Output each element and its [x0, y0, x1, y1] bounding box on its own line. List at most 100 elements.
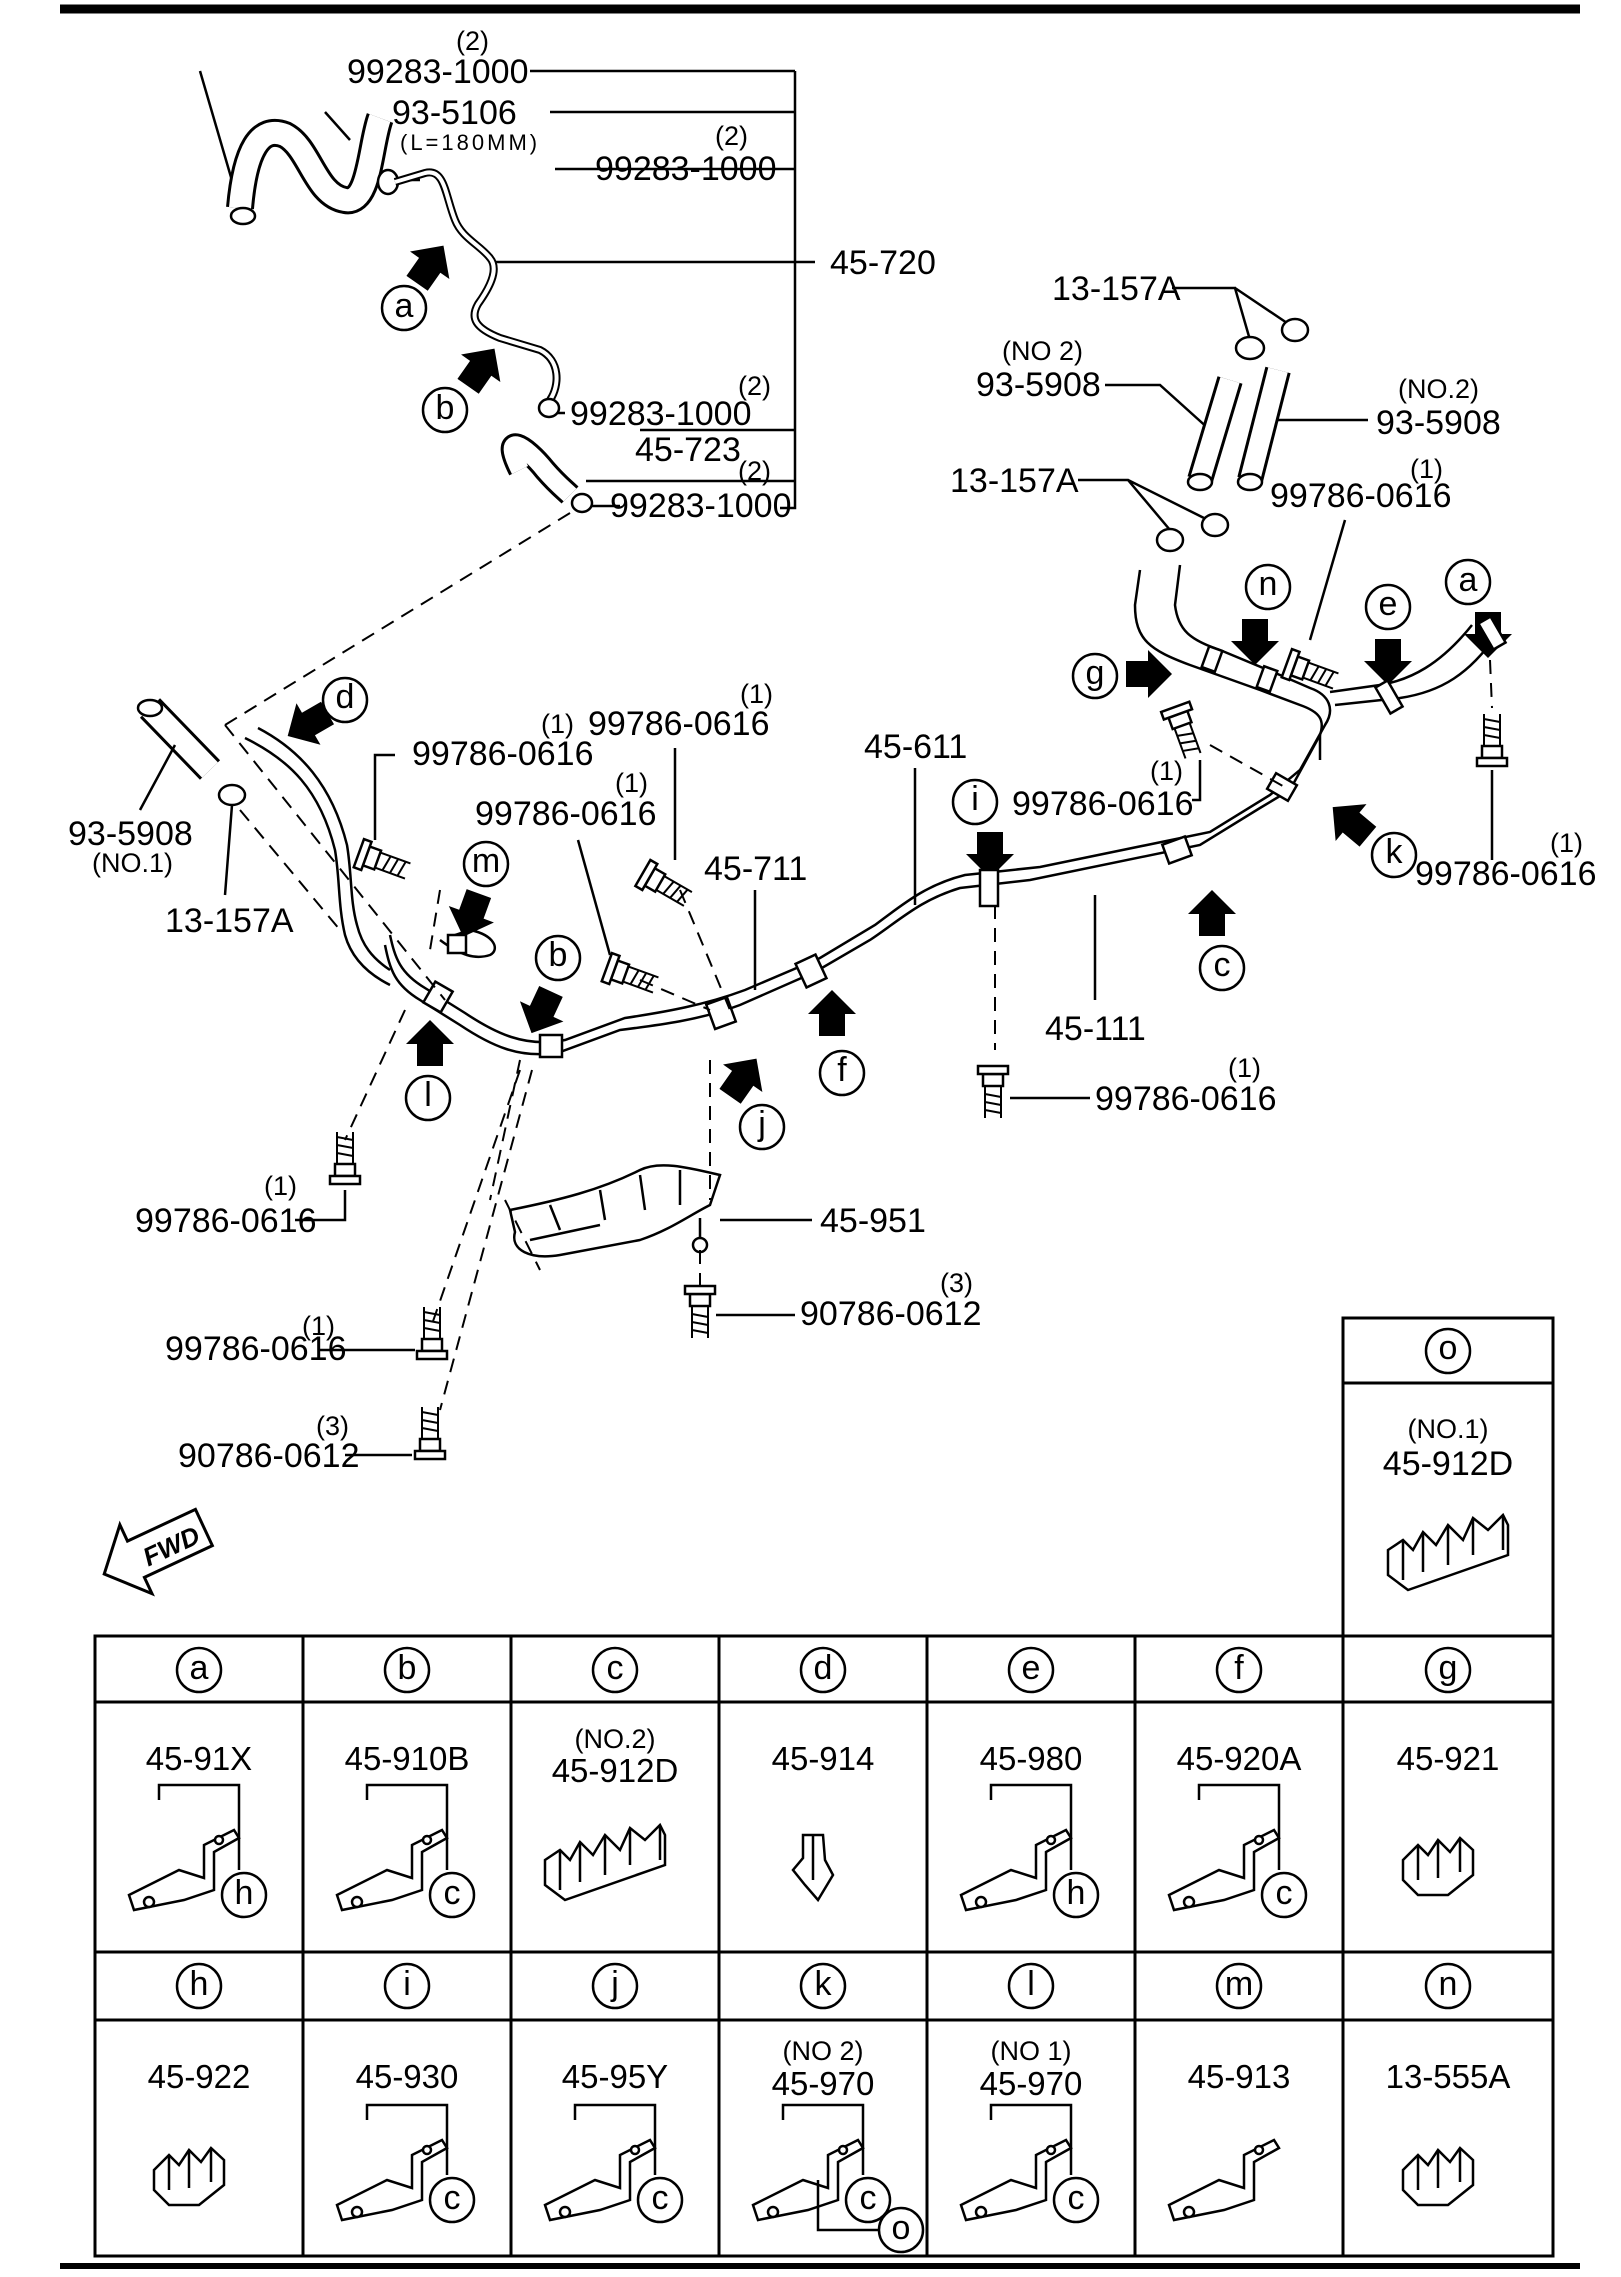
part-number: 93-5106 — [392, 94, 517, 132]
table-letter: c — [1068, 2179, 1085, 2217]
part-number: 45-920A — [1177, 1740, 1302, 1777]
part-number: 45-111 — [1045, 1010, 1146, 1048]
arrow-m: m — [440, 840, 510, 946]
svg-text:n: n — [1259, 565, 1278, 603]
part-number: 99283-1000 — [570, 395, 752, 433]
part-number: 45-970 — [772, 2065, 875, 2102]
table-letter: a — [190, 1649, 209, 1687]
arrow-j: j — [710, 1044, 786, 1151]
leader-dashed — [439, 1069, 533, 1411]
arrow-e: e — [1364, 583, 1412, 685]
part-number: 99786-0616 — [165, 1330, 347, 1368]
arrow-b: b — [509, 934, 582, 1044]
leader — [576, 839, 612, 956]
arrow-d-lower: b — [421, 334, 515, 434]
leader-dashed — [344, 1009, 406, 1141]
hose-93-5908-no1 — [136, 698, 446, 1001]
leader — [373, 753, 395, 840]
table-letter: h — [1067, 1874, 1086, 1912]
table-letter: b — [398, 1649, 417, 1687]
arrow-d-left: d — [275, 676, 369, 757]
qty-label: (NO 2) — [1002, 336, 1083, 366]
qty-label: (1) — [615, 768, 648, 798]
arrow-f: f — [808, 990, 866, 1097]
part-number: 93-5908 — [976, 366, 1101, 404]
table-rows: a45-91Xhb45-910Bcc(NO.2)45-912Dd45-914e4… — [127, 1646, 1511, 2254]
table-header-c — [591, 1646, 639, 1694]
qty-label: (NO.1) — [92, 848, 173, 878]
sub-letter — [636, 2176, 684, 2224]
bolt-center-top — [634, 858, 697, 914]
svg-text:b: b — [436, 389, 455, 427]
top-right-group: 13-157A (NO 2) 93-5908 (NO.2) 93-5908 13… — [950, 270, 1501, 641]
part-number: 99786-0616 — [1415, 855, 1597, 893]
part-number: 99283-1000 — [595, 150, 777, 188]
dimension-note: (L=180MM) — [400, 130, 540, 155]
part-illustration — [1167, 2138, 1281, 2222]
svg-text:a: a — [1459, 561, 1478, 599]
bracket-45-951 — [489, 1059, 812, 1271]
part-number: 45-951 — [820, 1202, 926, 1240]
table-letter: m — [1225, 1965, 1253, 2003]
qty-label: (2) — [738, 371, 771, 401]
qty-label: (1) — [1550, 828, 1583, 858]
table-letter: c — [652, 2179, 669, 2217]
table-header-m — [1215, 1962, 1263, 2010]
qty-label: (2) — [738, 456, 771, 486]
clip-45-912d-no1 — [1386, 1512, 1510, 1592]
qty-label: (NO.2) — [575, 1724, 656, 1754]
svg-text:d: d — [336, 678, 355, 716]
svg-text:c: c — [1214, 946, 1231, 984]
part-number: 99786-0616 — [412, 735, 594, 773]
part-number: 13-157A — [165, 902, 294, 940]
part-number: 45-95Y — [562, 2058, 668, 2095]
part-number: 99786-0616 — [1270, 477, 1452, 515]
part-number: 45-914 — [772, 1740, 875, 1777]
table-header-l — [1007, 1962, 1055, 2010]
arrow-a: a a — [1444, 558, 1512, 658]
table-header-a — [175, 1646, 223, 1694]
table-header-d — [799, 1646, 847, 1694]
part-illustration — [152, 2146, 226, 2207]
part-number: 13-555A — [1386, 2058, 1511, 2095]
svg-text:j: j — [757, 1105, 766, 1143]
table-letter: g — [1439, 1649, 1458, 1687]
part-illustration — [1401, 2146, 1475, 2207]
fwd-arrow: FWD — [102, 1507, 215, 1597]
svg-text:k: k — [1386, 833, 1404, 871]
svg-text:e: e — [1379, 585, 1398, 623]
arrow-c: c — [1188, 890, 1246, 992]
sub-letter — [1052, 2176, 1100, 2224]
sub-letter — [428, 2176, 476, 2224]
letter-circle — [1424, 1327, 1472, 1375]
part-number: 99786-0616 — [588, 705, 770, 743]
sub-letter — [1052, 1871, 1100, 1919]
arrow-i: i — [951, 778, 1014, 878]
table-header-f — [1215, 1646, 1263, 1694]
table-letter: l — [1027, 1965, 1035, 2003]
qty-label: (1) — [302, 1311, 335, 1341]
svg-text:l: l — [424, 1076, 432, 1114]
bolt-right-far — [1475, 659, 1509, 860]
part-illustration — [543, 1822, 667, 1902]
arrow-l: l — [404, 1020, 454, 1122]
bolt-90786-left — [413, 1405, 447, 1461]
qty-label: (1) — [1410, 454, 1443, 484]
svg-text:a: a — [395, 287, 414, 325]
part-number: 45-611 — [864, 728, 967, 766]
table-letter: h — [235, 1874, 254, 1912]
leader-dashed — [639, 979, 711, 1011]
part-number: 45-723 — [635, 431, 741, 469]
part-number: 99786-0616 — [135, 1202, 317, 1240]
svg-text:i: i — [971, 780, 979, 818]
part-number: 99283-1000 — [610, 487, 792, 525]
sub-letter — [428, 1871, 476, 1919]
svg-text:f: f — [837, 1051, 847, 1089]
leader — [295, 1190, 347, 1222]
part-number: 45-930 — [356, 2058, 459, 2095]
leader-dashed — [679, 889, 731, 1011]
arrow-k: k — [1317, 788, 1418, 879]
bolt-90786-right — [683, 1284, 717, 1340]
sub-letter — [220, 1871, 268, 1919]
table-letter: c — [444, 1874, 461, 1912]
